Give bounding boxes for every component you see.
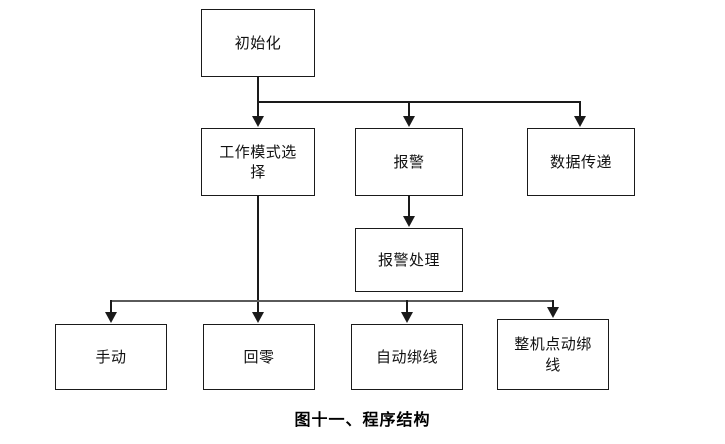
node-data-transfer-label: 数据传递 xyxy=(549,152,612,171)
node-manual[interactable]: 手动 xyxy=(55,324,167,390)
node-machine-jog-bind-label: 整机点动绑 线 xyxy=(514,335,592,374)
edge-work-mode-to-auto-bind xyxy=(406,300,408,314)
arrow-init-to-alarm xyxy=(403,116,415,127)
node-machine-jog-bind[interactable]: 整机点动绑 线 xyxy=(497,319,609,390)
arrow-work-mode-to-machine-jog-bind xyxy=(547,307,559,318)
edge-work-mode-to-manual xyxy=(110,300,112,314)
edge-alarm-to-alarm-handling xyxy=(408,196,410,218)
node-work-mode-label: 工作模式选 择 xyxy=(219,142,297,181)
edge-work-mode-to-machine-jog-bind xyxy=(552,300,554,310)
edge-work-mode-bus xyxy=(110,300,553,302)
node-auto-bind[interactable]: 自动绑线 xyxy=(351,324,463,390)
node-work-mode[interactable]: 工作模式选 择 xyxy=(201,128,315,196)
node-data-transfer[interactable]: 数据传递 xyxy=(527,128,635,196)
node-return-zero[interactable]: 回零 xyxy=(203,324,315,390)
node-alarm-label: 报警 xyxy=(393,152,425,171)
figure-caption: 图十一、程序结构 xyxy=(294,410,431,429)
arrow-init-to-work-mode xyxy=(252,116,264,127)
node-auto-bind-label: 自动绑线 xyxy=(375,347,438,366)
edge-init-stem xyxy=(257,77,259,102)
node-manual-label: 手动 xyxy=(95,347,127,366)
arrow-work-mode-to-return-zero xyxy=(252,312,264,323)
edge-init-to-alarm xyxy=(408,101,410,118)
arrow-alarm-to-alarm-handling xyxy=(403,216,415,227)
node-return-zero-label: 回零 xyxy=(243,347,275,366)
node-init-label: 初始化 xyxy=(234,33,282,52)
node-alarm-handling-label: 报警处理 xyxy=(377,250,440,269)
node-init[interactable]: 初始化 xyxy=(201,9,315,77)
arrow-init-to-data-transfer xyxy=(574,116,586,127)
arrow-work-mode-to-auto-bind xyxy=(401,312,413,323)
arrow-work-mode-to-manual xyxy=(105,312,117,323)
edge-init-to-work-mode xyxy=(257,101,259,118)
edge-work-mode-stem xyxy=(257,196,259,314)
node-alarm-handling[interactable]: 报警处理 xyxy=(355,228,463,292)
edge-init-bus xyxy=(257,101,581,103)
edge-init-to-data-transfer xyxy=(579,101,581,118)
node-alarm[interactable]: 报警 xyxy=(355,128,463,196)
